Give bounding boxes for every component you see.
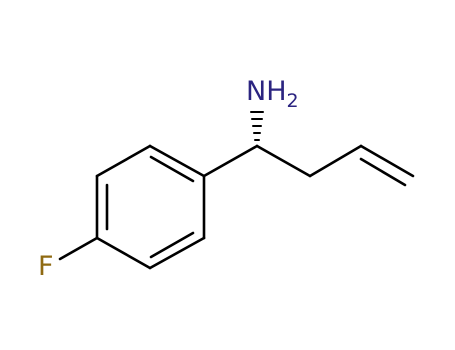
ch2-to-alkene-bond bbox=[308, 144, 363, 178]
chiral-to-ch2-bond bbox=[255, 144, 312, 178]
amine-hydrogen-count: 2 bbox=[287, 90, 299, 112]
hashed-wedge-bond bbox=[250, 111, 264, 141]
fluorine-label: F bbox=[38, 251, 54, 282]
ring-bond-bottom-right bbox=[148, 236, 206, 270]
fluoro-bond bbox=[58, 236, 99, 261]
alkene-double-bond-outer bbox=[359, 144, 415, 178]
ring-inner-double-bond-bottom-right bbox=[149, 231, 195, 259]
ring-bond-bottom-left bbox=[95, 236, 152, 270]
ring-bond-top-right bbox=[148, 144, 206, 178]
amine-nitrogen-symbol: N bbox=[246, 76, 266, 107]
ring-inner-double-bond-top-right bbox=[149, 155, 195, 183]
ring-bond-top-left bbox=[95, 144, 152, 178]
aryl-to-chiral-carbon-bond bbox=[202, 144, 259, 178]
amine-label: NH2 bbox=[246, 76, 299, 112]
amine-hydrogen-symbol: H bbox=[266, 76, 286, 107]
alkene-double-bond-inner bbox=[359, 157, 407, 187]
benzene-ring bbox=[95, 144, 206, 270]
